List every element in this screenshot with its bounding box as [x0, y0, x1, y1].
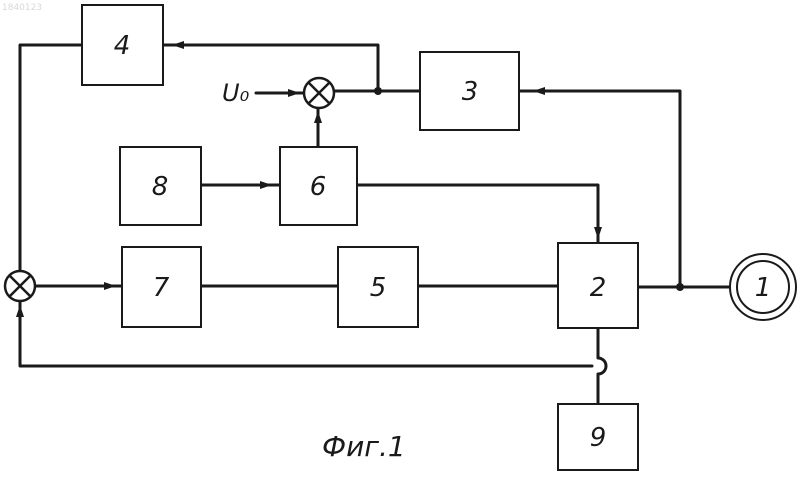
junction-dot-top [374, 87, 382, 95]
arrow-into-2-top [594, 227, 602, 239]
wire-node-to-4 [163, 45, 378, 91]
arrow-into-4 [172, 41, 184, 49]
summator-left [5, 271, 35, 301]
block-1-output: 1 [730, 254, 796, 320]
block-9-label: 9 [590, 423, 607, 453]
block-5-label: 5 [370, 273, 387, 303]
arrow-into-summator-top [288, 89, 300, 97]
block-3-label: 3 [462, 77, 479, 107]
block-2: 2 [558, 243, 638, 328]
wire-2-to-9 [598, 328, 606, 404]
input-signal-label: U₀ [222, 79, 250, 107]
wire-9-to-left-summator [20, 302, 592, 366]
block-6: 6 [280, 147, 357, 225]
block-6-label: 6 [310, 172, 327, 202]
block-5: 5 [338, 247, 418, 327]
arrow-into-3 [533, 87, 545, 95]
block-8-label: 8 [152, 172, 169, 202]
wire-6-to-2 [357, 185, 598, 243]
arrow-into-6 [260, 181, 272, 189]
summator-top [304, 78, 334, 108]
block-9: 9 [558, 404, 638, 470]
block-4-label: 4 [114, 31, 131, 61]
block-2-label: 2 [590, 273, 607, 303]
arrow-into-7 [104, 282, 116, 290]
block-1-label: 1 [755, 273, 772, 303]
junction-dot-output [676, 283, 684, 291]
arrow-6-up [314, 111, 322, 123]
block-7: 7 [122, 247, 201, 327]
wire-4-to-left-summator [20, 45, 82, 270]
document-number: 1840123 [2, 3, 42, 13]
arrow-into-left-summator [16, 305, 24, 317]
figure-caption: Фиг.1 [322, 430, 406, 463]
block-3: 3 [420, 52, 519, 130]
block-8: 8 [120, 147, 201, 225]
block-7-label: 7 [153, 273, 170, 303]
block-4: 4 [82, 5, 163, 85]
